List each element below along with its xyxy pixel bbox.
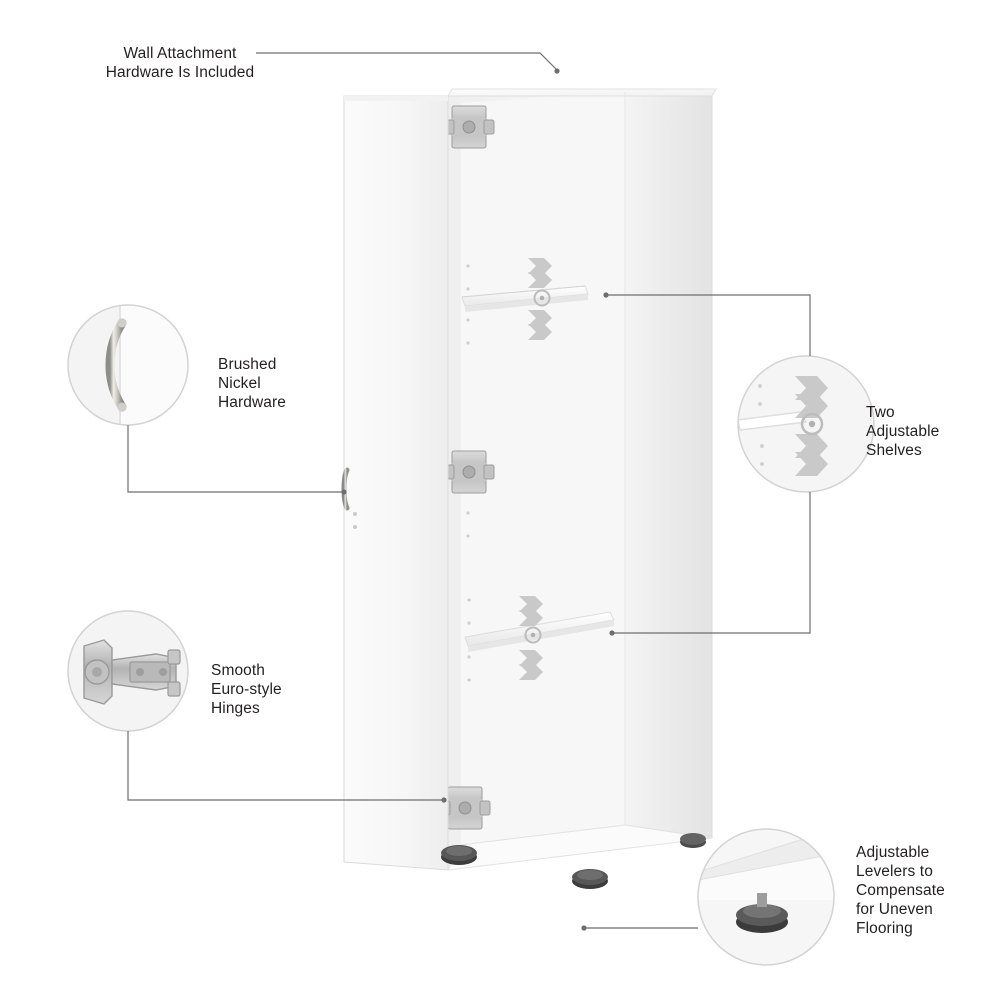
- callout-label-brushed-nickel-hardware: Brushed Nickel Hardware: [218, 356, 286, 411]
- cabinet-door: [343, 95, 449, 871]
- callout-label-wall-attachment: Wall Attachment Hardware Is Included: [105, 45, 255, 81]
- shelf-upper: [461, 285, 589, 312]
- callout-label-adjustable-levelers: Adjustable Levelers to Compensate for Un…: [856, 844, 945, 937]
- cabinet-body: [447, 88, 717, 871]
- detail-circle-euro-style-hinges: [67, 610, 189, 732]
- callout-label-adjustable-shelves: Two Adjustable Shelves: [866, 404, 940, 459]
- leveler-foot-back-right: [680, 833, 706, 848]
- leveler-foot-front-left: [441, 845, 477, 865]
- hinge-bottom: [439, 786, 491, 830]
- hinge-top: [443, 105, 495, 149]
- detail-circle-adjustable-shelves: [737, 355, 875, 493]
- door-screw-holes: [353, 512, 357, 529]
- shelf-adjust-arrows-lower: [519, 596, 543, 680]
- leveler-foot-front-right: [572, 869, 608, 889]
- door-handle-icon: [341, 467, 350, 511]
- detail-circle-adjustable-levelers: [697, 828, 835, 966]
- callout-label-euro-style-hinges: Smooth Euro-style Hinges: [211, 662, 282, 717]
- shelf-adjust-arrows-upper: [528, 258, 552, 340]
